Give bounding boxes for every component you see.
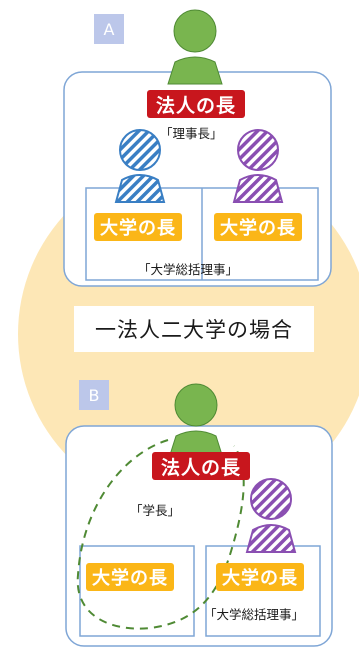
section-b-head-of-corporation-tag: 法人の長	[152, 452, 250, 480]
section-b-left-university-box	[79, 545, 195, 637]
section-a-badge: A	[94, 14, 124, 44]
section-a-head-of-corporation-tag: 法人の長	[147, 90, 245, 118]
person-icon	[114, 129, 166, 203]
section-a-chairman-caption: 「理事長」	[160, 126, 223, 141]
section-b-badge: B	[79, 380, 109, 410]
section-a-general-director-caption: 「大学総括理事」	[138, 262, 239, 277]
section-b-university-head-right-tag: 大学の長	[216, 563, 304, 591]
person-icon	[232, 129, 284, 203]
section-b-president-caption: 「学長」	[130, 503, 181, 518]
section-b-general-director-caption: 「大学総括理事」	[204, 607, 305, 622]
center-label: 一法人二大学の場合	[74, 306, 314, 352]
person-icon	[245, 478, 297, 553]
section-a-label: A	[103, 19, 115, 39]
person-icon	[167, 9, 223, 85]
section-a-university-head-right-tag: 大学の長	[214, 213, 302, 241]
section-b-university-head-left-tag: 大学の長	[86, 563, 174, 591]
section-b-label: B	[88, 385, 100, 405]
person-icon	[168, 383, 224, 459]
section-a-university-head-left-tag: 大学の長	[94, 213, 182, 241]
